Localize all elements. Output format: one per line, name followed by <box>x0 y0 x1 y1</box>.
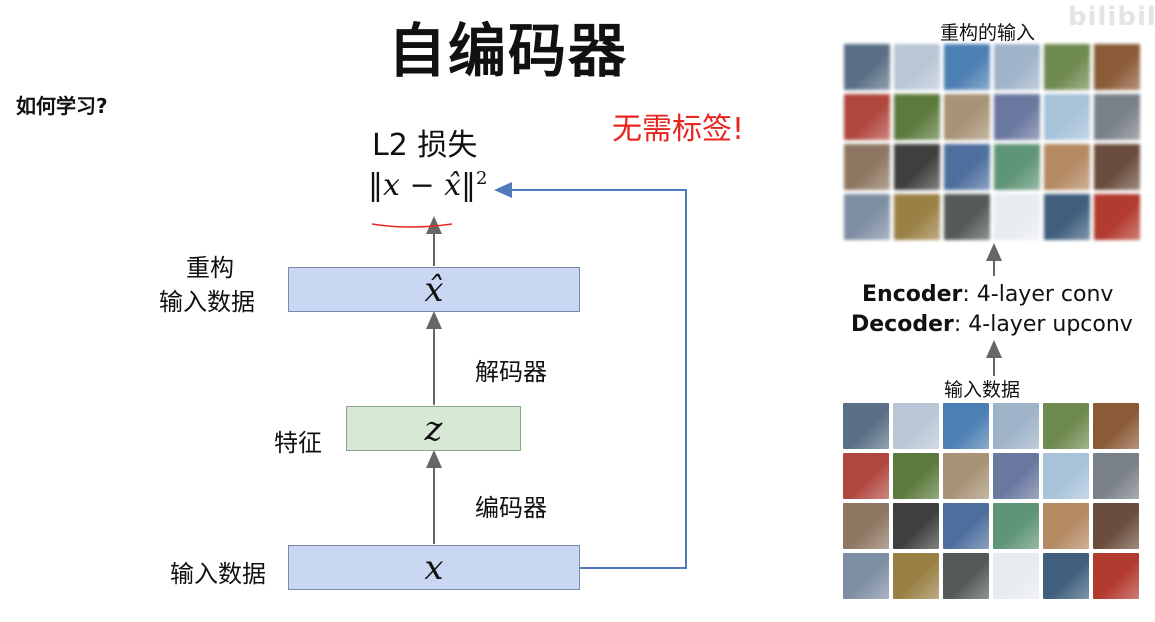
decoder-detail: : 4-layer upconv <box>953 312 1133 337</box>
feature-label: 特征 <box>274 429 322 457</box>
loss-formula-exponent: 2 <box>476 168 488 189</box>
image-tile <box>894 194 940 240</box>
input-images-title: 输入数据 <box>944 379 1021 401</box>
loss-underline <box>371 223 453 228</box>
reconstruction-label-line2: 输入数据 <box>159 288 255 316</box>
image-tile <box>944 94 990 140</box>
image-tile <box>1044 44 1090 90</box>
encoder-description: Encoder: 4-layer conv <box>862 282 1113 307</box>
image-tile <box>893 453 939 499</box>
reconstructed-image-grid <box>844 44 1140 240</box>
image-tile <box>894 144 940 190</box>
decoder-description: Decoder: 4-layer upconv <box>851 312 1133 337</box>
image-tile <box>1044 94 1090 140</box>
image-tile <box>893 553 939 599</box>
image-tile <box>843 453 889 499</box>
image-tile <box>1044 144 1090 190</box>
image-tile <box>1094 44 1140 90</box>
image-tile <box>943 503 989 549</box>
image-tile <box>1094 94 1140 140</box>
no-labels-note: 无需标签! <box>612 112 745 147</box>
encoder-label: 编码器 <box>475 494 547 522</box>
feature-node: z <box>346 406 521 451</box>
image-tile <box>994 94 1040 140</box>
image-tile <box>1093 553 1139 599</box>
image-tile <box>944 144 990 190</box>
image-tile <box>1094 194 1140 240</box>
image-tile <box>844 94 890 140</box>
loss-formula-body: ‖x − x̂‖ <box>368 168 477 203</box>
image-tile <box>843 403 889 449</box>
image-tile <box>993 503 1039 549</box>
image-tile <box>943 553 989 599</box>
image-tile <box>844 44 890 90</box>
image-tile <box>843 503 889 549</box>
encoder-detail: : 4-layer conv <box>962 282 1114 307</box>
image-tile <box>894 94 940 140</box>
image-tile <box>944 194 990 240</box>
reconstruction-label-line1: 重构 <box>186 254 234 282</box>
input-image-grid <box>843 403 1139 599</box>
encoder-name: Encoder <box>862 282 963 307</box>
image-tile <box>1093 453 1139 499</box>
image-tile <box>1043 403 1089 449</box>
image-tile <box>994 194 1040 240</box>
image-tile <box>993 553 1039 599</box>
image-tile <box>894 44 940 90</box>
decoder-label: 解码器 <box>475 358 547 386</box>
input-label: 输入数据 <box>170 560 266 588</box>
input-node: x <box>288 545 580 590</box>
how-to-learn-heading: 如何学习? <box>16 94 108 118</box>
image-tile <box>844 144 890 190</box>
image-tile <box>994 144 1040 190</box>
reconstructed-images-title: 重构的输入 <box>940 22 1036 44</box>
image-tile <box>893 503 939 549</box>
image-tile <box>1044 194 1090 240</box>
slide-title: 自编码器 <box>387 17 628 85</box>
image-tile <box>1093 403 1139 449</box>
loss-title: L2 损失 <box>372 128 478 163</box>
image-tile <box>1043 503 1089 549</box>
image-tile <box>943 403 989 449</box>
image-tile <box>1043 553 1089 599</box>
image-tile <box>893 403 939 449</box>
image-tile <box>993 453 1039 499</box>
loss-formula: ‖x − x̂‖2 <box>368 168 488 203</box>
image-tile <box>943 453 989 499</box>
reconstruction-node: x̂ <box>288 267 580 312</box>
image-tile <box>843 553 889 599</box>
image-tile <box>993 403 1039 449</box>
image-tile <box>1043 453 1089 499</box>
image-tile <box>844 194 890 240</box>
image-tile <box>944 44 990 90</box>
image-tile <box>1093 503 1139 549</box>
watermark-logo: bilibili <box>1068 2 1155 32</box>
image-tile <box>994 44 1040 90</box>
decoder-name: Decoder <box>851 312 954 337</box>
image-tile <box>1094 144 1140 190</box>
